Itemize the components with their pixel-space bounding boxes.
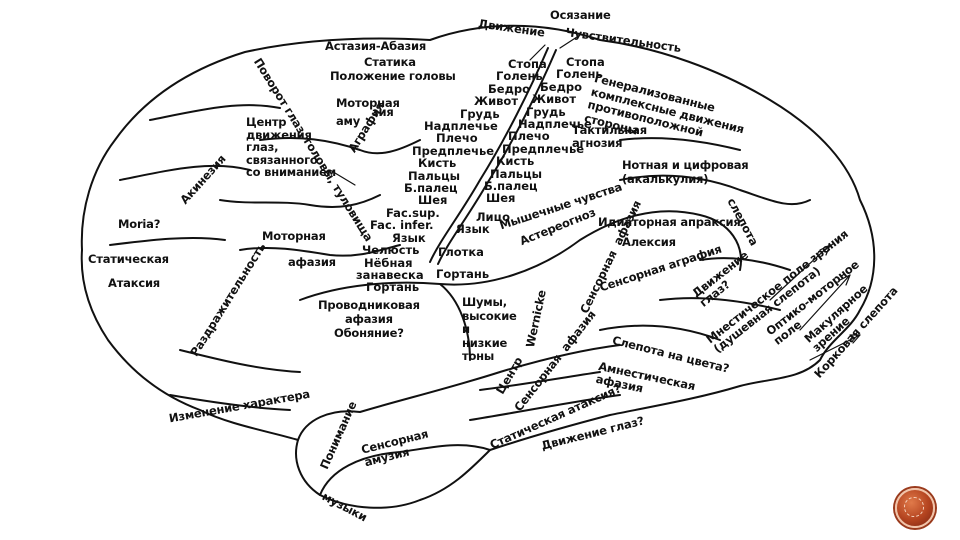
brain-outline — [80, 24, 876, 509]
label-motornaya-amuziya: Моторная аму — [336, 96, 400, 128]
sensory-item: Кисть — [496, 154, 535, 169]
motor-item: Гортань — [366, 280, 420, 295]
sensory-item: Бедро — [540, 79, 582, 94]
motor-item: Челюсть — [362, 243, 420, 258]
sensory-item: Голень — [556, 67, 603, 82]
sensory-item: Надплечье — [518, 117, 592, 132]
motor-item: Fac. infer. — [370, 218, 434, 233]
central-sulcus-b — [437, 49, 557, 265]
sensory-item: Шея — [486, 191, 516, 206]
motor-item: Язык — [392, 230, 426, 245]
label-astaziya: Астазия-Абазия — [325, 39, 427, 53]
label-taktilnaya: Тактильная агнозия — [572, 123, 647, 150]
motor-item: Голень — [496, 69, 543, 84]
label-oschanie: Осязание — [550, 8, 611, 22]
motor-item: Fac.sup. — [386, 205, 440, 220]
label-motornaya-afaziya-1: Моторная — [262, 229, 326, 243]
sensory-item: Пальцы — [490, 166, 543, 181]
sensory-item: Язык — [456, 222, 490, 237]
motor-item: Пальцы — [408, 168, 461, 183]
sensory-item: Б.палец — [484, 179, 538, 194]
sensory-item: Живот — [532, 92, 576, 107]
motor-item: Шея — [418, 193, 448, 208]
motor-item: занавеска — [356, 267, 424, 282]
arrow-3 — [809, 334, 861, 361]
motor-item: Предплечье — [412, 143, 495, 158]
top-bar — [0, 0, 960, 4]
label-aleksiya: Алексия — [622, 235, 676, 249]
label-ataksiya: Атаксия — [108, 276, 160, 290]
label-staticheskaya: Статическая — [88, 252, 169, 266]
motor-item: Бедро — [488, 81, 530, 96]
sensory-item: Гортань — [436, 267, 490, 282]
motor-item: Живот — [474, 94, 518, 109]
label-shumy: Шумы, высокие и низкие тоны — [462, 295, 517, 363]
motor-item: Нёбная — [364, 255, 413, 270]
sylvian-fissure — [299, 210, 742, 301]
label-moria: Moria? — [118, 217, 161, 231]
label-motornaya-afaziya-2: афазия — [288, 255, 336, 269]
label-provodnik: Проводниковая афазия Обоняние? — [318, 298, 420, 340]
temporal-fold — [297, 344, 621, 441]
motor-item: Плечо — [436, 131, 478, 146]
sensory-item: Глотка — [438, 244, 484, 259]
motor-column: Стопа Голень Бедро Живот Грудь Надплечье… — [356, 57, 547, 294]
sensory-item: Грудь — [526, 104, 566, 119]
label-centr-dvizheniya: Центр движения глаз, связанного со внима… — [246, 115, 336, 180]
sensory-item: Стопа — [566, 55, 605, 69]
sensory-item: Плечо — [508, 129, 550, 144]
sensory-column: Стопа Голень Бедро Живот Грудь Надплечье… — [436, 55, 605, 281]
label-idiatornaya: Идиаторная апраксия — [598, 215, 741, 229]
label-notnaya: Нотная и цифровая (акалькулия) — [622, 158, 749, 186]
label-polozhenie: Положение головы — [330, 69, 456, 83]
sensory-item: Лицо — [476, 209, 511, 224]
sensory-item: Предплечье — [502, 141, 585, 156]
motor-item: Грудь — [460, 106, 500, 121]
motor-item: Б.палец — [404, 181, 458, 196]
motor-item: Надплечье — [424, 119, 498, 134]
central-sulcus-a — [429, 47, 549, 263]
label-zia: зия — [372, 105, 394, 119]
motor-item: Кисть — [418, 156, 457, 171]
motor-item: Стопа — [508, 57, 547, 71]
label-statika: Статика — [364, 55, 416, 69]
arrow-1 — [769, 244, 831, 301]
slide-ornament-icon — [895, 488, 935, 528]
arrow-2 — [799, 274, 851, 331]
